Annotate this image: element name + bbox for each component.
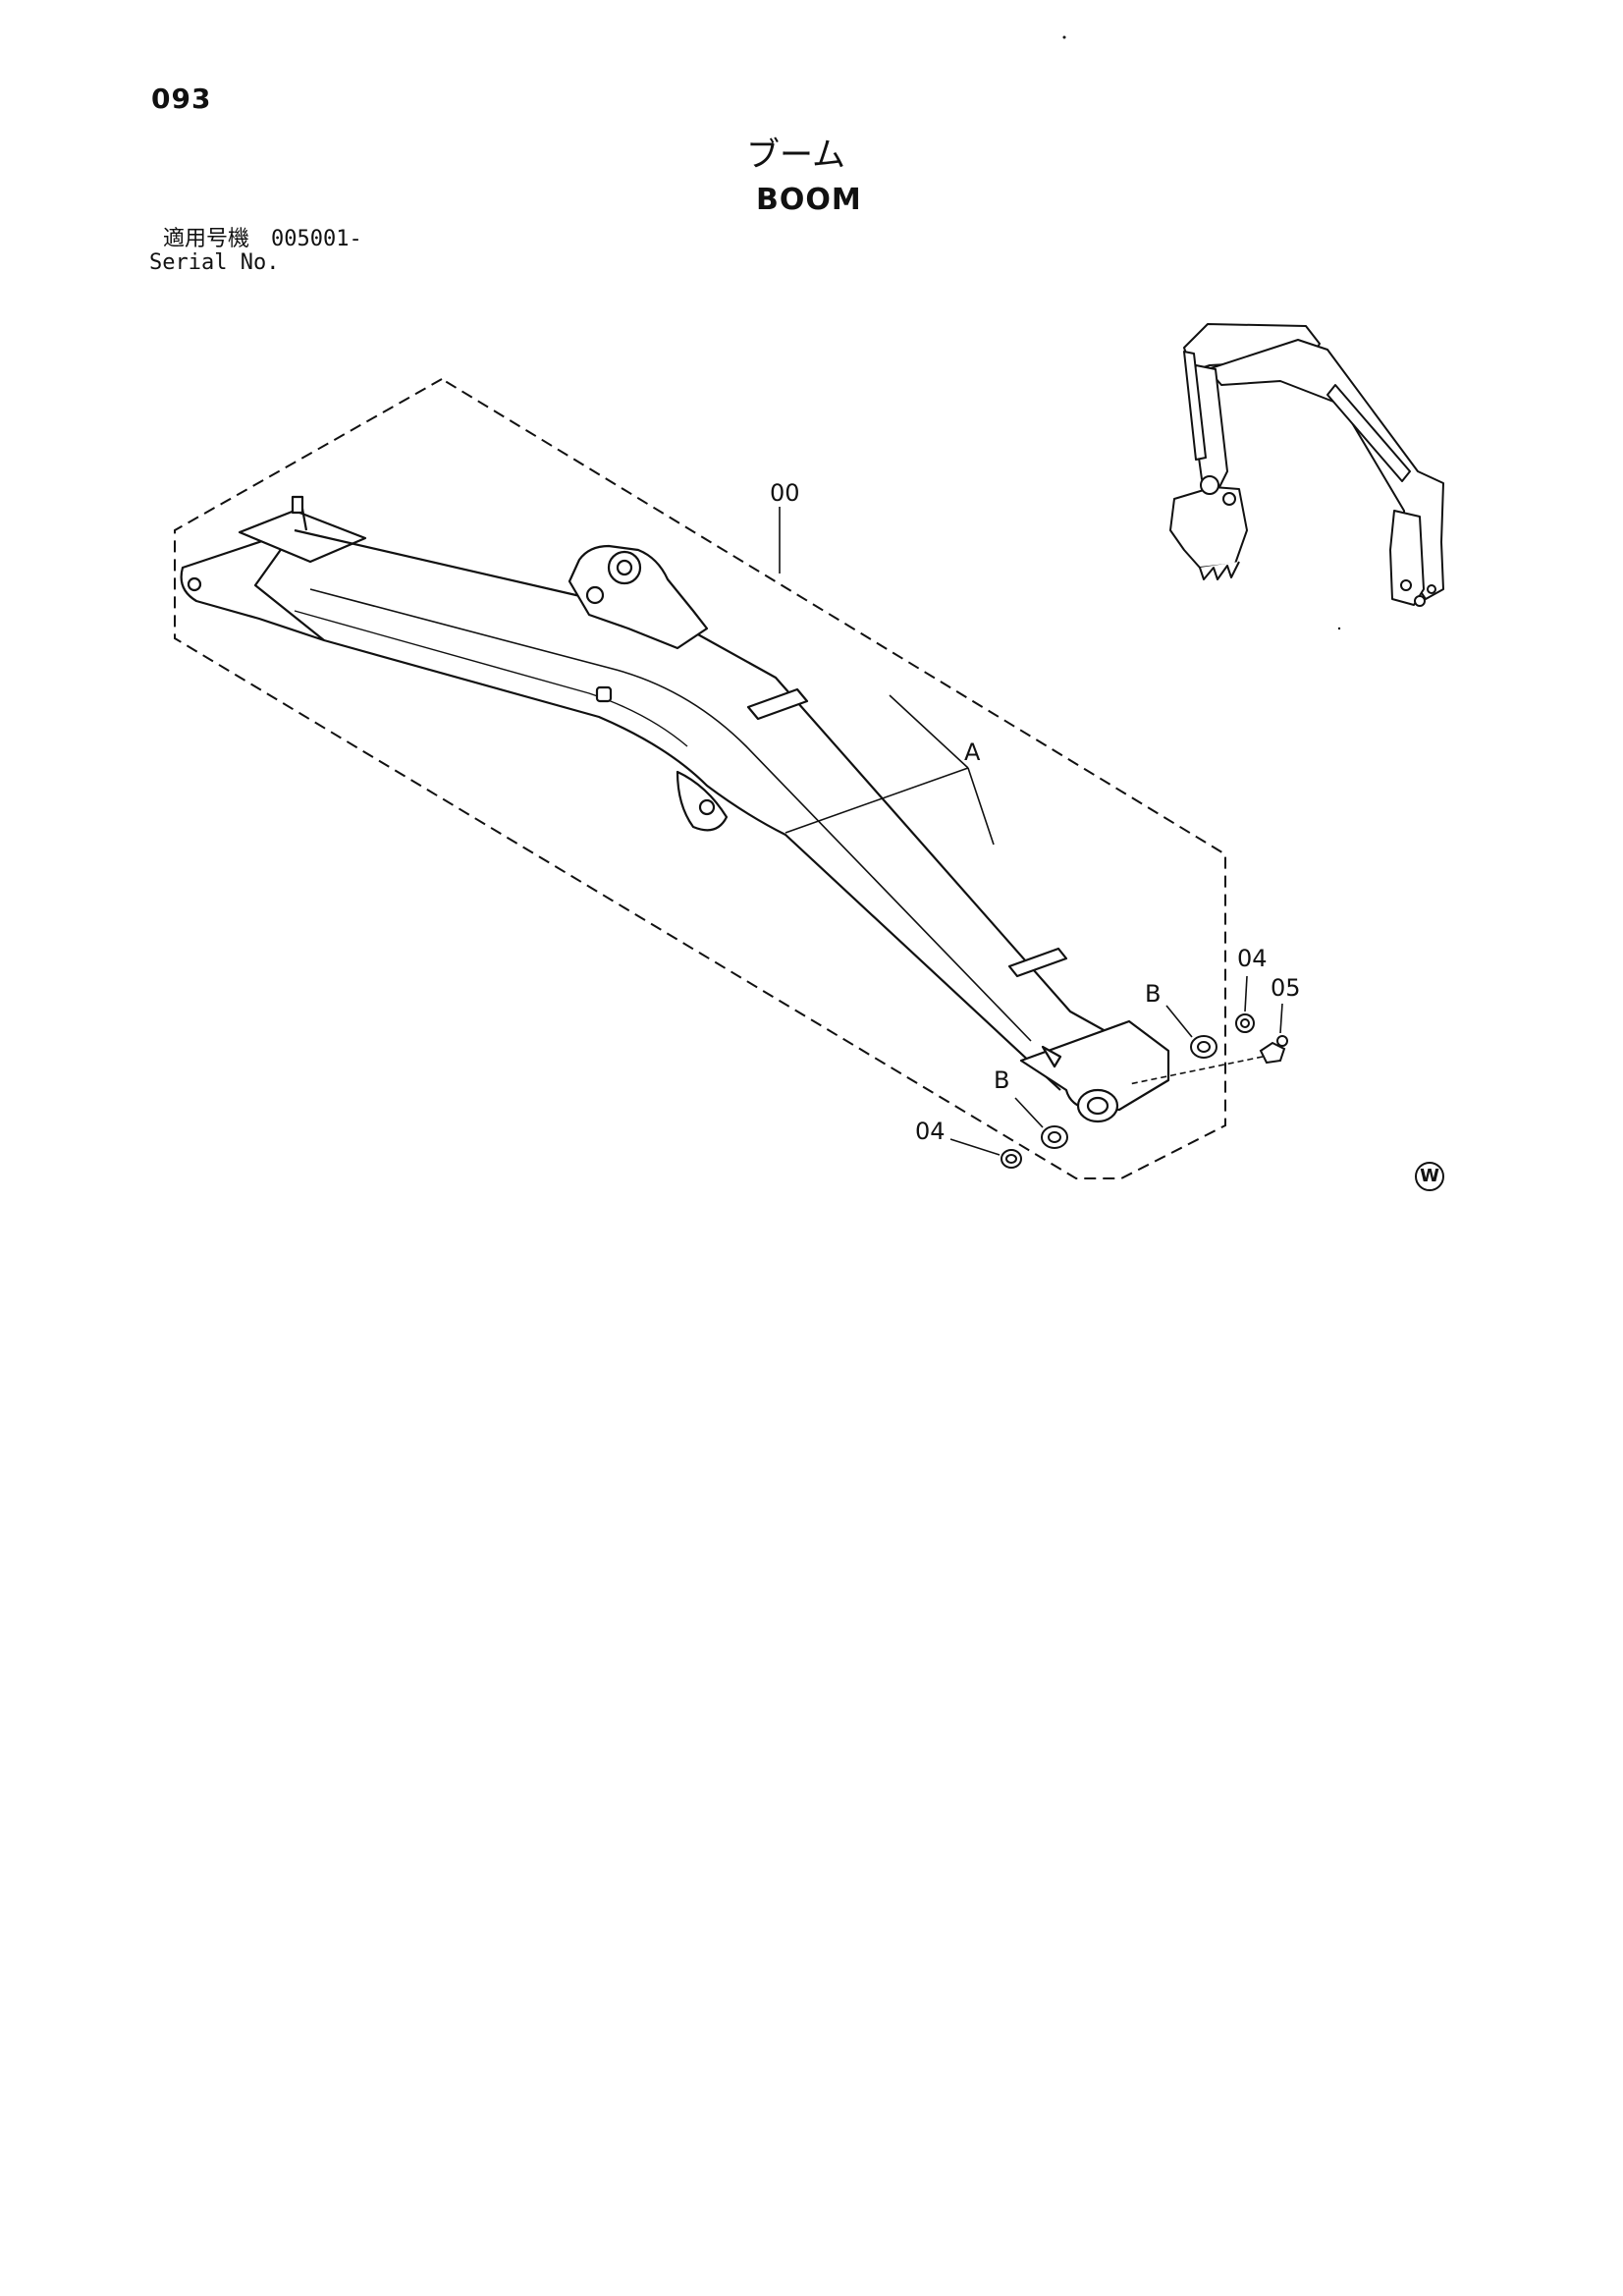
boom-foot-lug [291,495,304,515]
boom-lower-edge [323,638,1061,1091]
page-title: BOOM [756,183,862,217]
leader-a-upper [784,767,969,834]
boom-foot-top-plate [238,509,367,564]
washer-parts [1001,1013,1255,1169]
serial-label: Serial No. [149,250,280,275]
callout-assembly: 00 [770,479,800,507]
boom-weld-plate-lower [1007,947,1068,978]
boom-foot-pin-hole [187,576,202,592]
serial-info: 適用号機 005001- Serial No. [149,228,362,275]
callout-fitting: 05 [1271,974,1301,1002]
inset-arm-cylinder [1183,351,1207,461]
bushing-lower [1041,1125,1068,1149]
inset-boom-cylinder [1326,384,1411,482]
serial-label-japanese: 適用号機 [163,227,250,251]
callout-washer-lower: 04 [915,1118,946,1145]
leader-04-lower [949,1138,1001,1156]
boom-upper-edge [294,528,1160,1062]
boom-drawing [180,495,1170,1123]
inset-bucket-teeth [1199,561,1240,580]
leader-fitting-to-tip [1128,1056,1264,1085]
serial-row-japanese: 適用号機 005001- [149,228,362,251]
page-number: 093 [151,82,212,115]
washer-upper [1235,1013,1255,1033]
leader-b-upper [1165,1005,1193,1038]
page-title-japanese: ブーム [746,136,845,175]
leader-b-lower [1014,1097,1044,1128]
callout-group-b-lower: B [994,1066,1009,1094]
leader-a-lower [967,767,995,846]
boom-tip-slot [1041,1045,1062,1068]
assembly-dashed-boundary [174,377,1226,1179]
boom-cylinder-pin-hole-inner [616,559,633,576]
boom-bracket-hole [585,585,605,605]
scan-speck [1062,35,1066,39]
excavator-inset [1169,323,1444,607]
boom-side-boss [595,685,613,703]
leader-a-extend [889,694,969,769]
boom-lower-bracket-hole [698,798,716,816]
grease-fitting [1259,1035,1288,1065]
callout-group-a: A [964,738,981,766]
revision-marker: W [1415,1162,1444,1191]
inset-boom-foot [1389,510,1425,606]
callout-washer-upper: 04 [1237,945,1268,972]
boom-foot-end [180,528,326,642]
callout-labels: 00 A B B 04 04 05 [770,479,1301,1145]
boom-tip-pin-bore-inner [1086,1096,1109,1116]
boom-web-line [309,588,1032,1042]
callout-group-b-upper: B [1145,980,1161,1008]
leader-04-upper [1244,975,1248,1012]
leader-05 [1279,1003,1283,1034]
bushing-upper [1190,1035,1217,1059]
serial-number-value: 005001- [271,227,362,251]
boom-web-line-lower [294,610,688,747]
boom-cylinder-bracket [568,544,709,650]
boom-weld-plate-upper [746,687,809,721]
scan-speck-2 [1337,627,1341,630]
washer-lower [1001,1149,1022,1169]
bushing-parts [1041,1035,1217,1149]
leader-lines [779,507,1283,1156]
